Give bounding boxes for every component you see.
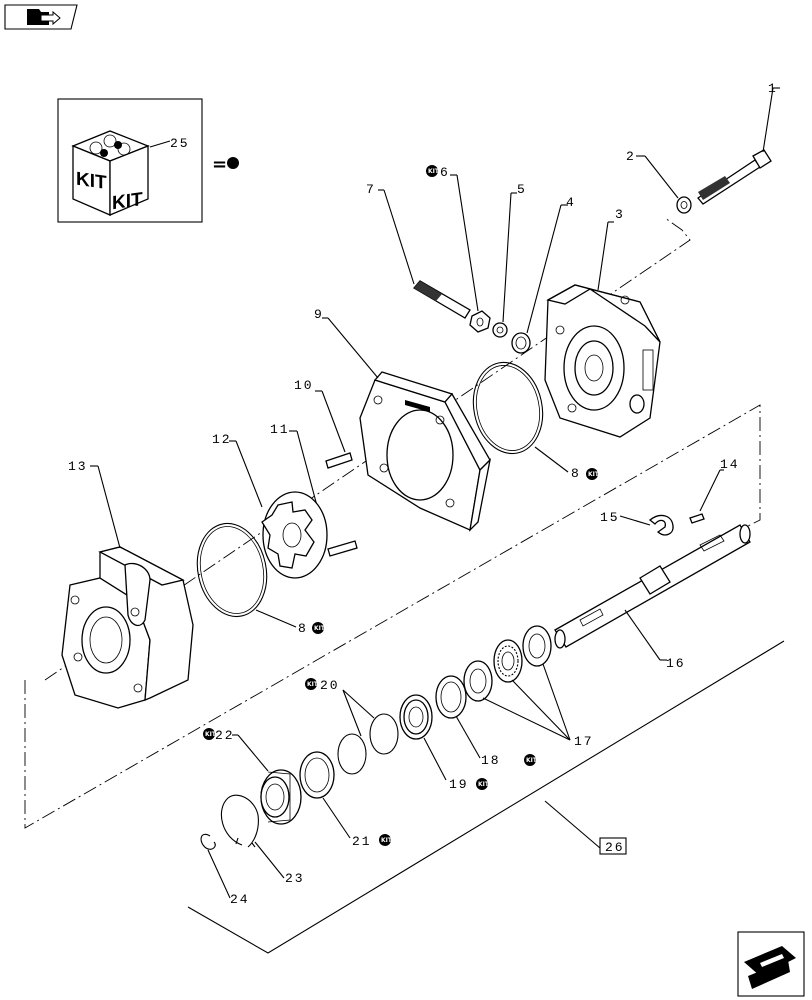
callout-8-lower: 8 bbox=[298, 621, 308, 636]
kit-marker-22: KIT bbox=[203, 728, 217, 740]
callout-6: 6 bbox=[440, 165, 450, 180]
part-5-washer: 5 bbox=[492, 182, 527, 338]
callout-7: 7 bbox=[366, 182, 376, 197]
callout-21: 21 bbox=[352, 834, 372, 849]
kit-marker-20: KIT bbox=[305, 678, 319, 690]
part-9-plate: 9 bbox=[314, 307, 492, 532]
callout-26: 26 bbox=[605, 840, 625, 855]
part-8-oring-lower: 8 KIT bbox=[196, 522, 326, 636]
part-20-orings: 20 KIT bbox=[305, 678, 399, 775]
callout-2: 2 bbox=[626, 149, 636, 164]
callout-11: 11 bbox=[270, 422, 290, 437]
part-3-cover: 3 bbox=[544, 207, 661, 438]
part-7-stud: 7 bbox=[366, 182, 471, 319]
callout-25: 25 bbox=[170, 136, 190, 151]
part-22-bearing: 22 KIT bbox=[203, 728, 302, 825]
svg-text:KIT: KIT bbox=[478, 781, 490, 788]
callout-20: 20 bbox=[320, 678, 340, 693]
svg-text:KIT: KIT bbox=[526, 757, 538, 764]
callout-16: 16 bbox=[666, 656, 686, 671]
part-13-housing: 13 bbox=[61, 459, 194, 709]
svg-text:KIT: KIT bbox=[307, 681, 319, 688]
callout-15: 15 bbox=[600, 510, 620, 525]
callout-23: 23 bbox=[285, 871, 305, 886]
callout-3: 3 bbox=[615, 207, 625, 222]
svg-text:KIT: KIT bbox=[428, 168, 440, 175]
next-page-button[interactable] bbox=[737, 931, 805, 997]
callout-9: 9 bbox=[314, 307, 324, 322]
part-14-pin: 14 bbox=[689, 457, 740, 524]
part-6-nut: 6 KIT bbox=[426, 165, 491, 333]
kit-marker-21: KIT bbox=[379, 834, 393, 846]
kit-box-icon: KIT KIT bbox=[71, 130, 150, 216]
callout-4: 4 bbox=[566, 195, 576, 210]
callout-17: 17 bbox=[574, 734, 594, 749]
callout-19: 19 bbox=[449, 777, 469, 792]
callout-5: 5 bbox=[517, 182, 527, 197]
callout-24: 24 bbox=[230, 892, 250, 907]
callout-8-upper: 8 bbox=[571, 466, 581, 481]
top-nav-button[interactable] bbox=[4, 4, 78, 30]
kit-marker-dot bbox=[227, 157, 239, 169]
part-23-snap-ring: 23 bbox=[220, 794, 305, 886]
part-21-ring: 21 KIT bbox=[299, 751, 393, 849]
kit-marker-19: KIT bbox=[476, 778, 490, 790]
svg-text:KIT: KIT bbox=[381, 837, 393, 844]
kit-marker-6: KIT bbox=[426, 165, 440, 177]
callout-10: 10 bbox=[294, 378, 314, 393]
part-16-shaft: 16 bbox=[554, 524, 751, 671]
kit-legend: KIT KIT 25 = bbox=[57, 98, 239, 223]
book-arrow-icon bbox=[27, 9, 61, 26]
part-2-washer: 2 bbox=[626, 149, 692, 214]
group-26-bracket: 26 bbox=[187, 640, 785, 954]
callout-22: 22 bbox=[215, 728, 235, 743]
callout-13: 13 bbox=[68, 459, 88, 474]
kit-marker-8-lower: KIT bbox=[312, 622, 326, 634]
part-10-pin: 10 bbox=[294, 378, 353, 469]
assembly-centerlines bbox=[24, 217, 761, 829]
kit-marker-18: KIT bbox=[524, 754, 538, 766]
part-17-thrust-set: 17 bbox=[463, 625, 594, 749]
callout-14: 14 bbox=[720, 457, 740, 472]
kit-label-right: KIT bbox=[112, 189, 143, 214]
svg-text:KIT: KIT bbox=[314, 625, 326, 632]
callout-12: 12 bbox=[212, 432, 232, 447]
kit-label-left: KIT bbox=[76, 169, 107, 194]
part-19-seal: 19 KIT bbox=[399, 694, 490, 792]
kit-marker-8-upper: KIT bbox=[586, 468, 600, 480]
next-page-arrow-icon bbox=[744, 946, 796, 989]
part-4-seal: 4 bbox=[511, 195, 576, 354]
kit-equals: = bbox=[212, 154, 227, 175]
part-15-key: 15 bbox=[600, 510, 674, 536]
callout-18: 18 bbox=[481, 753, 501, 768]
part-24-clip: 24 bbox=[200, 833, 250, 907]
callout-1: 1 bbox=[768, 81, 778, 96]
svg-text:KIT: KIT bbox=[205, 731, 217, 738]
svg-text:KIT: KIT bbox=[588, 471, 600, 478]
part-18-ring: 18 KIT bbox=[435, 675, 538, 768]
part-12-gerotor: 12 bbox=[212, 432, 328, 579]
part-8-oring-upper: 8 KIT bbox=[472, 361, 600, 481]
part-1-bolt: 1 bbox=[697, 81, 780, 205]
